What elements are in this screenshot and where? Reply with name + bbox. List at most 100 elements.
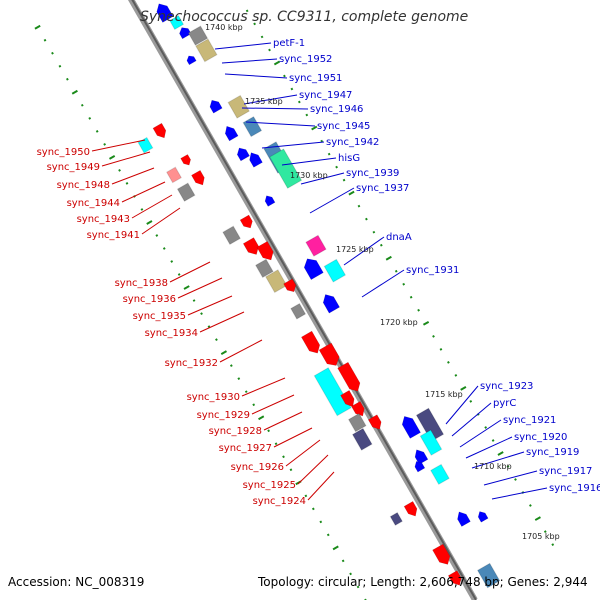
forward-gene-arrow (283, 278, 297, 293)
leader-line (221, 58, 278, 64)
leader-line (491, 487, 548, 500)
gene-label-left: sync_1929 (197, 410, 250, 421)
scale-tick (332, 545, 339, 551)
gene-block (187, 25, 209, 46)
gene-arrow-body (239, 214, 253, 229)
gene-block (176, 182, 196, 202)
gene-block-body (347, 412, 367, 433)
gene-arrow-body (318, 342, 340, 366)
gene-label-left: sync_1930 (187, 392, 240, 403)
gene-arrow-body (367, 414, 382, 430)
gene-arrow-body (457, 511, 471, 527)
scale-tick (183, 285, 190, 290)
scale-tick (267, 429, 270, 433)
scale-tick (385, 255, 392, 261)
gene-block-body (242, 116, 263, 138)
scale-tick (229, 364, 233, 368)
gene-arrow-body (337, 361, 361, 392)
scale-tick (237, 377, 241, 381)
gene-block (195, 38, 218, 63)
gene-label-left: sync_1943 (77, 214, 130, 225)
scale-label: 1730 kbp (290, 171, 328, 180)
scale-tick (283, 74, 286, 78)
scale-tick (534, 516, 541, 521)
reverse-gene-arrow (414, 461, 426, 473)
scale-tick (319, 520, 323, 524)
gene-block (165, 166, 183, 184)
label-leaders (91, 42, 548, 501)
gene-arrow-body (209, 99, 223, 114)
scale-tick (268, 48, 271, 52)
forward-gene-arrow (242, 237, 259, 255)
gene-block (222, 225, 241, 246)
scale-tick (305, 113, 309, 117)
gene-label-left: sync_1935 (133, 311, 186, 322)
leader-line (187, 295, 233, 316)
scale-tick (417, 308, 420, 312)
scale-tick (260, 35, 264, 39)
scale-tick (140, 208, 144, 211)
gene-label-left: sync_1936 (123, 294, 176, 305)
gene-block-body (323, 258, 347, 283)
scale-tick (379, 243, 383, 247)
genome-backbone (127, 0, 478, 602)
gene-arrow-body (179, 27, 192, 40)
gene-block-body (195, 38, 218, 63)
gene-block-body (176, 182, 196, 202)
leader-line (91, 139, 146, 152)
forward-gene-arrow (301, 330, 321, 354)
leader-line (309, 187, 355, 214)
gene-block (419, 429, 443, 456)
scale-tick (409, 295, 413, 299)
reverse-gene-arrow (209, 99, 223, 114)
gene-block-body (305, 234, 327, 257)
scale-tick (348, 190, 355, 196)
gene-label-right: petF-1 (273, 38, 305, 49)
gene-label-right: sync_1931 (406, 265, 459, 276)
gene-label-left: sync_1932 (165, 358, 218, 369)
gene-arrow-body (191, 169, 205, 186)
gene-arrow-body (256, 240, 274, 261)
gene-label-right: sync_1917 (539, 466, 592, 477)
forward-gene-arrow (447, 570, 462, 586)
scale-tick (146, 220, 153, 225)
gene-block-body (476, 562, 501, 589)
reverse-gene-arrow (249, 152, 263, 168)
gene-block (305, 234, 327, 257)
gene-block (389, 511, 403, 526)
leader-line (245, 121, 316, 127)
gene-arrow-body (301, 330, 321, 354)
scale-tick (200, 312, 203, 315)
gene-arrow-body (322, 294, 340, 314)
forward-gene-arrow (191, 169, 205, 186)
gene-block-body (389, 511, 403, 526)
leader-line (465, 436, 513, 459)
gene-block (430, 463, 450, 485)
gene-features (137, 3, 501, 589)
scale-tick (454, 374, 458, 377)
leader-line (300, 172, 345, 185)
gene-label-left: sync_1924 (253, 496, 306, 507)
reverse-gene-arrow (414, 449, 429, 465)
gene-arrow-body (224, 125, 239, 142)
leader-line (241, 107, 309, 110)
scale-tick (170, 260, 174, 263)
forward-gene-arrow (152, 122, 167, 139)
leader-line (177, 277, 223, 299)
gene-label-left: sync_1927 (219, 443, 272, 454)
gene-block (265, 269, 288, 294)
scale-tick (51, 51, 54, 55)
reverse-gene-arrow (264, 195, 276, 207)
scale-tick (365, 217, 368, 221)
leader-line (214, 42, 272, 50)
leader-line (141, 207, 181, 235)
gene-block (290, 302, 307, 320)
scale-tick (273, 60, 281, 66)
gene-block (476, 562, 501, 589)
forward-gene-arrow (340, 390, 355, 408)
gene-label-right: sync_1951 (289, 73, 342, 84)
gene-block-body (227, 94, 250, 119)
gene-arrow-body (403, 501, 418, 517)
